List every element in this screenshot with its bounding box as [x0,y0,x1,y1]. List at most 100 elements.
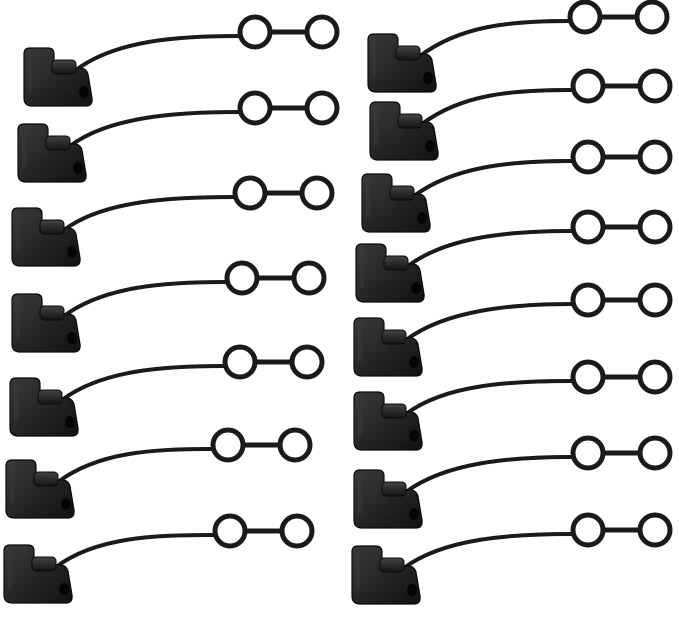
cap-highlight [14,382,18,422]
mounting-ring [570,282,606,318]
tether-cord [402,532,574,570]
socket-hole [67,246,77,258]
cap-highlight [358,474,362,514]
socket-hole [409,508,419,520]
cap-highlight [374,106,378,146]
hinge-tab [33,471,59,487]
dust-cap [11,175,335,267]
hinge-tab [381,329,407,345]
tether-cord [74,34,241,72]
mounting-ring [637,68,673,104]
cap-highlight [28,52,32,92]
mounting-ring [237,90,273,126]
cap-body [11,207,81,267]
tether-cord [418,19,571,58]
tether-cord [62,195,236,232]
mounting-ring [237,14,273,50]
cap-body [351,545,421,605]
socket-hole [79,86,89,98]
hinge-tab [381,481,407,497]
hinge-tab [39,219,65,235]
cap-highlight [22,128,26,168]
mounting-ring [304,90,340,126]
dust-cap [23,14,340,107]
mounting-ring [299,175,335,211]
tether-cord [404,302,574,342]
mounting-ring [570,139,606,175]
mounting-ring [570,68,606,104]
dust-cap [355,209,673,303]
mounting-ring [634,0,670,35]
dust-cap [11,260,327,353]
socket-hole [423,72,433,84]
mounting-ring [637,512,673,548]
dust-cap [353,282,673,377]
hinge-tab [389,185,415,201]
socket-hole [67,332,77,344]
hinge-tab [39,305,65,321]
hinge-tab [45,135,71,151]
socket-hole [73,162,83,174]
cap-body [23,47,93,107]
cap-highlight [358,322,362,362]
hinge-tab [395,45,421,61]
hinge-tab [31,556,57,572]
cap-highlight [366,178,370,218]
mounting-ring [637,282,673,318]
cap-body [361,173,431,233]
socket-hole [65,416,75,428]
socket-hole [409,430,419,442]
cap-highlight [10,464,14,504]
hinge-tab [37,389,63,405]
hinge-tab [397,113,423,129]
mounting-ring [570,359,606,395]
tether-cord [420,88,574,126]
cap-body [17,123,87,183]
tether-cord [62,280,228,318]
mounting-ring [291,260,327,296]
tether-cord [404,379,574,416]
socket-hole [417,212,427,224]
mounting-ring [210,427,246,463]
cap-body [355,243,425,303]
mounting-ring [279,513,315,549]
mounting-ring [222,344,258,380]
mounting-ring [277,427,313,463]
cap-highlight [16,298,20,338]
dust-cap [361,139,673,233]
socket-hole [407,584,417,596]
dust-cap [353,435,673,529]
socket-hole [425,140,435,152]
socket-hole [411,282,421,294]
dust-cap [3,513,315,604]
mounting-ring [212,513,248,549]
mounting-ring [304,14,340,50]
dust-cap [5,427,313,519]
dust-cap [17,90,340,183]
tether-cord [404,455,574,494]
mounting-ring [567,0,603,35]
cap-body [3,544,73,604]
cap-highlight [356,550,360,590]
tether-cord [60,364,226,402]
tether-cord [56,447,214,484]
mounting-ring [637,359,673,395]
cap-body [367,33,437,93]
socket-hole [61,498,71,510]
mounting-ring [224,260,260,296]
mounting-ring [289,344,325,380]
hinge-tab [379,557,405,573]
cap-highlight [16,212,20,252]
hinge-tab [383,255,409,271]
cap-body [353,391,423,451]
tether-cord [68,110,241,148]
mounting-ring [232,175,268,211]
mounting-ring [570,512,606,548]
cap-body [353,317,423,377]
socket-hole [59,583,69,595]
cap-body [5,459,75,519]
tether-cord [406,229,574,268]
cap-body [9,377,79,437]
tether-cord [54,533,216,569]
cap-highlight [358,396,362,436]
